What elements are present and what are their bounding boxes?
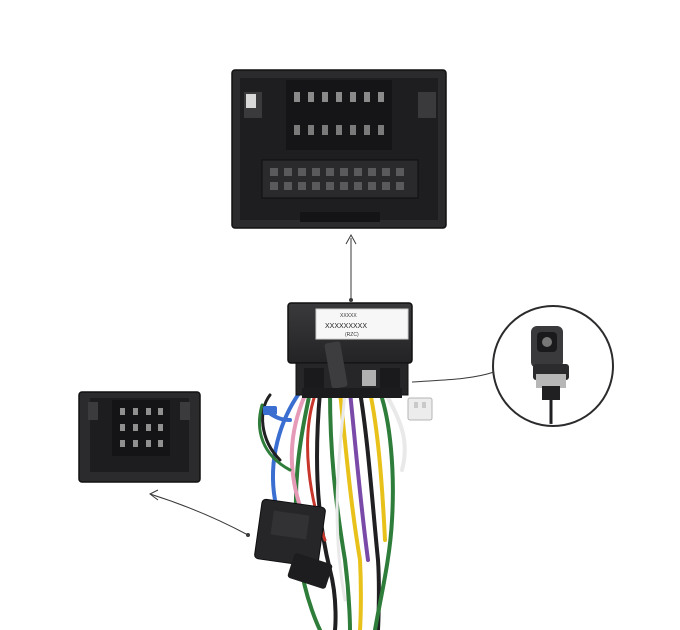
label-line-3: (RZC) <box>345 332 359 338</box>
left-connector-face <box>78 391 201 483</box>
bottom-connector <box>254 498 333 589</box>
antenna-callout <box>492 305 614 427</box>
label-line-1: XXXXX <box>340 313 357 319</box>
top-connector-face <box>231 69 447 229</box>
pointer-arrow-top <box>345 233 357 302</box>
label-line-2: XXXXXXXXX <box>325 323 367 330</box>
blue-terminal <box>263 406 277 415</box>
pointer-line-antenna <box>411 371 495 383</box>
harness-label: XXXXX XXXXXXXXX (RZC) <box>315 308 409 340</box>
pointer-arrow-left <box>149 489 250 537</box>
white-plug <box>407 397 433 421</box>
